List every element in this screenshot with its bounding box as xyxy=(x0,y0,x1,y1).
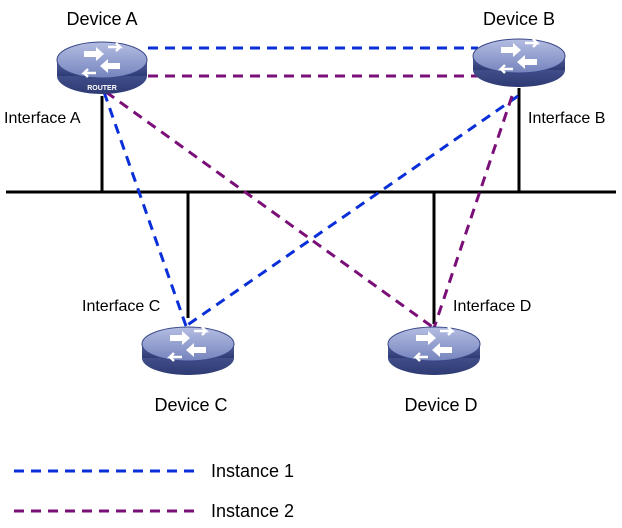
interface-b-label: Interface B xyxy=(528,110,605,127)
instance2-link-a-d xyxy=(105,90,435,330)
legend-instance2-label: Instance 2 xyxy=(211,501,294,521)
device-d-label: Device D xyxy=(404,395,477,415)
device-a-router-icon: ROUTER xyxy=(56,41,148,94)
device-b-label: Device B xyxy=(483,9,555,29)
legend: Instance 1 Instance 2 xyxy=(14,461,294,521)
instance1-links xyxy=(102,46,519,328)
interface-a-label: Interface A xyxy=(4,110,81,127)
instance1-link-b-c xyxy=(185,94,519,328)
instance1-link-a-c xyxy=(102,91,188,327)
device-a-label: Device A xyxy=(66,9,137,29)
device-c-switch-icon xyxy=(141,325,235,375)
legend-instance1-label: Instance 1 xyxy=(211,461,294,481)
interface-c-label: Interface C xyxy=(82,298,160,315)
device-d-switch-icon xyxy=(387,325,481,375)
device-c-label: Device C xyxy=(154,395,227,415)
ethernet-bus xyxy=(6,88,616,324)
instance2-links xyxy=(105,74,514,330)
router-badge: ROUTER xyxy=(87,85,117,92)
interface-d-label: Interface D xyxy=(453,298,531,315)
device-b-switch-icon xyxy=(472,37,566,87)
instance2-link-b-d xyxy=(432,95,514,329)
